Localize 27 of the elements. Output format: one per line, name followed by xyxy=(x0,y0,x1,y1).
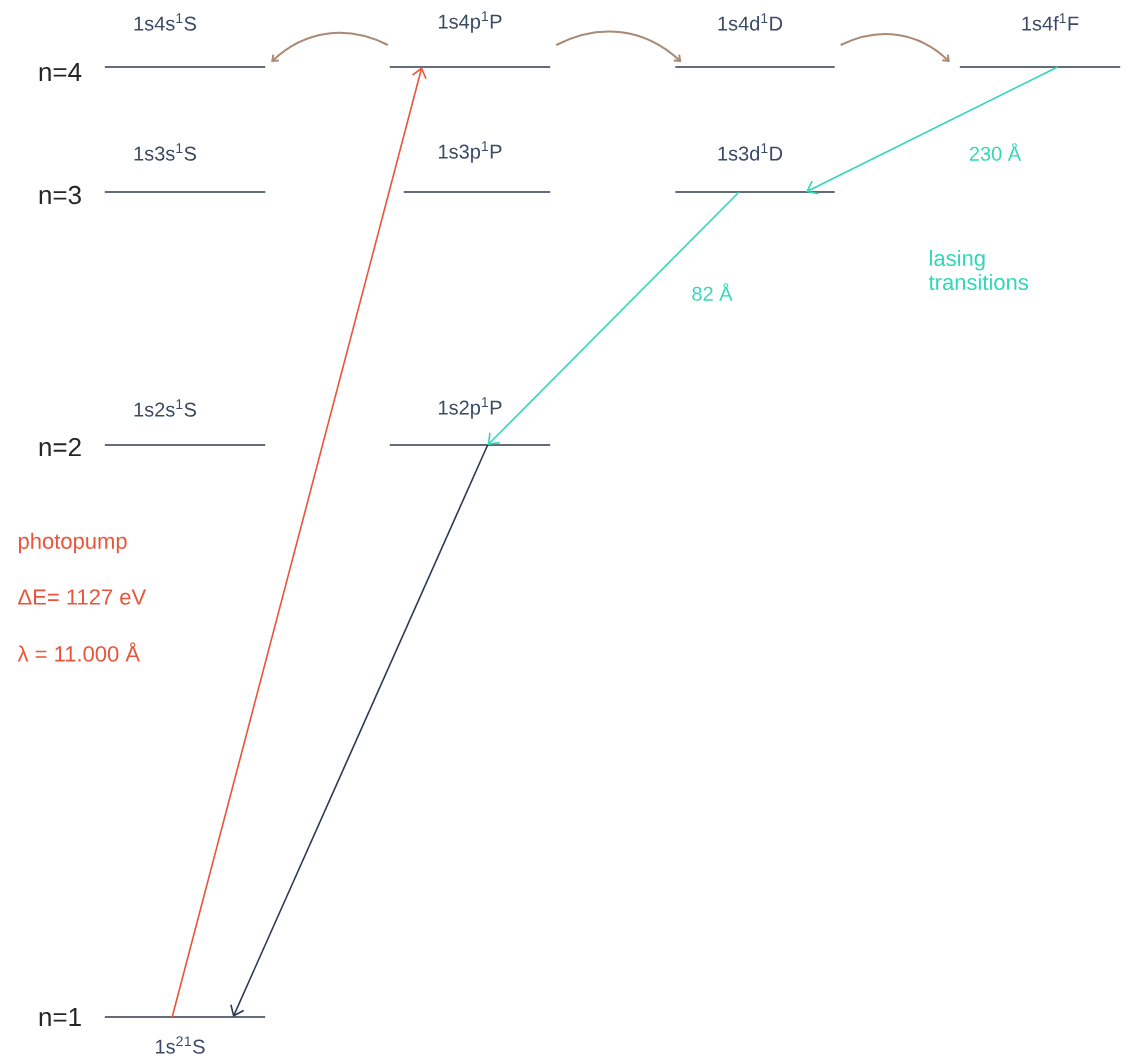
energy-level: 1s$^{21}$S xyxy=(104,1016,266,1054)
energy-level: 1s4s$^{1}$S xyxy=(104,13,266,68)
annotation: lasing transitions xyxy=(928,249,1028,291)
energy-level: 1s3s$^{1}$S xyxy=(104,143,266,193)
energy-level: 1s4f$^{1}$F xyxy=(959,13,1121,68)
annotation: photopump xyxy=(18,532,127,554)
annotation: λ = 11.000 Å xyxy=(17,642,140,662)
level-number: n=1 xyxy=(39,1008,81,1026)
arrow xyxy=(230,444,489,1017)
arrow xyxy=(171,67,427,1018)
arrow xyxy=(839,33,950,62)
energy-level: 1s4p$^{1}$P xyxy=(389,11,551,68)
edge-label: 230 Å xyxy=(969,143,1022,161)
energy-level: 1s4d$^{1}$D xyxy=(674,13,836,68)
annotation: ΔE= 1127 eV xyxy=(18,589,147,605)
arrow xyxy=(555,30,682,62)
arrow xyxy=(487,191,740,445)
level-number: n=3 xyxy=(39,185,81,205)
arrow xyxy=(271,31,389,62)
level-number: n=2 xyxy=(39,437,81,457)
energy-level: 1s3p$^{1}$P xyxy=(403,141,551,193)
energy-level: 1s3d$^{1}$D xyxy=(674,143,836,193)
arrow xyxy=(806,66,1059,195)
energy-level: 1s2p$^{1}$P xyxy=(389,397,551,446)
edge-label: 82 Å xyxy=(692,283,733,301)
level-number: n=4 xyxy=(39,63,82,81)
energy-level: 1s2s$^{1}$S xyxy=(104,399,266,446)
